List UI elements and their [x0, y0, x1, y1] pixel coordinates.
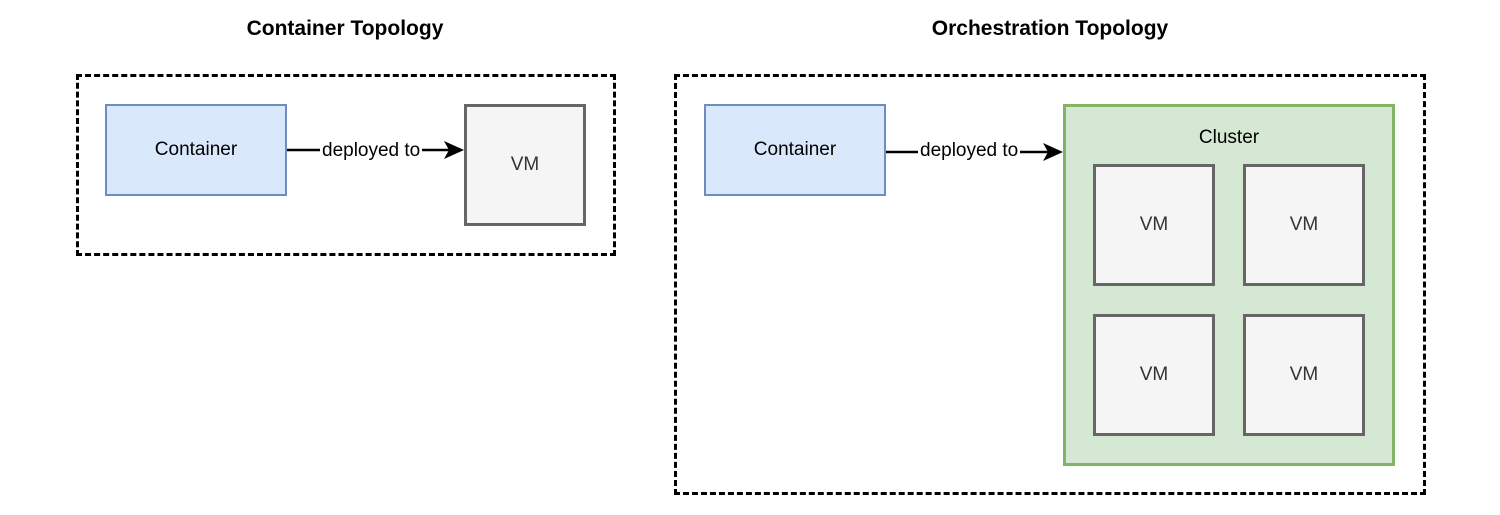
- orchestration-topology-frame: [674, 74, 1426, 495]
- vm-node-left-label: VM: [510, 154, 540, 175]
- cluster-vm-3[interactable]: VM: [1093, 314, 1215, 436]
- cluster-label: Cluster: [1198, 127, 1260, 148]
- container-topology-frame: [76, 74, 616, 256]
- container-node-left[interactable]: Container: [105, 104, 287, 196]
- vm-node-left[interactable]: VM: [464, 104, 586, 226]
- edge-label-right: deployed to: [918, 140, 1021, 162]
- container-node-right[interactable]: Container: [704, 104, 886, 196]
- cluster-vm-4[interactable]: VM: [1243, 314, 1365, 436]
- orchestration-topology-title: Orchestration Topology: [931, 17, 1169, 40]
- cluster-vm-3-label: VM: [1139, 364, 1169, 385]
- cluster-vm-4-label: VM: [1289, 364, 1319, 385]
- cluster-vm-2-label: VM: [1289, 214, 1319, 235]
- cluster-vm-1[interactable]: VM: [1093, 164, 1215, 286]
- container-node-left-label: Container: [154, 139, 238, 160]
- arrowhead-right-icon: [1043, 143, 1063, 161]
- arrowhead-left-icon: [444, 141, 464, 159]
- container-node-right-label: Container: [753, 139, 837, 160]
- cluster-vm-2[interactable]: VM: [1243, 164, 1365, 286]
- edge-label-left: deployed to: [320, 140, 423, 162]
- cluster-vm-1-label: VM: [1139, 214, 1169, 235]
- container-topology-title: Container Topology: [246, 17, 444, 40]
